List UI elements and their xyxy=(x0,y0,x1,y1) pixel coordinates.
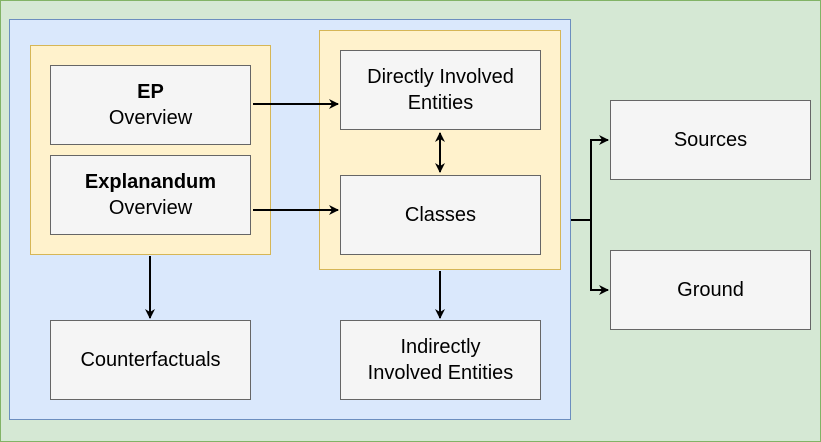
classes-label: Classes xyxy=(404,204,477,226)
directly-involved-entities-node[interactable]: Directly Involved Entities xyxy=(340,50,541,130)
ep-overview-node[interactable]: EP Overview xyxy=(50,65,251,145)
ground-node[interactable]: Ground xyxy=(610,250,811,330)
directly-involved-line1: Directly Involved xyxy=(367,66,514,88)
counterfactuals-label: Counterfactuals xyxy=(80,349,221,371)
sources-node[interactable]: Sources xyxy=(610,100,811,180)
explanandum-overview-title: Explanandum xyxy=(84,171,217,193)
sources-label: Sources xyxy=(673,129,748,151)
directly-involved-line2: Entities xyxy=(407,92,474,114)
ep-overview-subtitle: Overview xyxy=(108,107,193,129)
indirectly-involved-entities-node[interactable]: Indirectly Involved Entities xyxy=(340,320,541,400)
indirectly-involved-line1: Indirectly xyxy=(400,336,481,358)
edge-to-ground xyxy=(590,220,609,295)
explanandum-overview-node[interactable]: Explanandum Overview xyxy=(50,155,251,235)
explanandum-overview-subtitle: Overview xyxy=(108,197,193,219)
indirectly-involved-line2: Involved Entities xyxy=(367,362,514,384)
edge-to-sources xyxy=(571,135,609,221)
ep-overview-title: EP xyxy=(137,81,164,103)
counterfactuals-node[interactable]: Counterfactuals xyxy=(50,320,251,400)
classes-node[interactable]: Classes xyxy=(340,175,541,255)
ground-label: Ground xyxy=(677,279,744,301)
